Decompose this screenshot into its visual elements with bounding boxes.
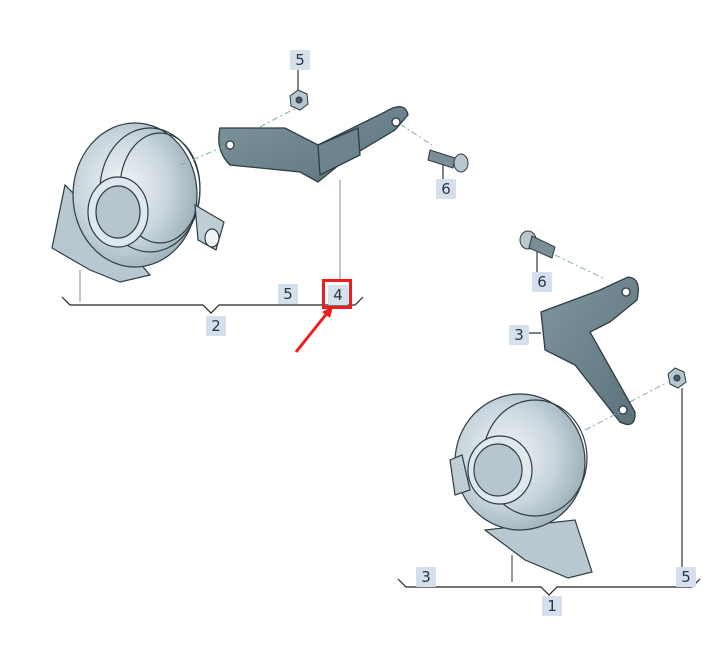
highlight-box: [322, 279, 352, 309]
group-line-1: [397, 578, 701, 596]
callout-5-mid[interactable]: 5: [278, 284, 298, 304]
nut-right: [667, 367, 687, 389]
highlight-arrow: [294, 306, 333, 353]
nut-top: [289, 89, 309, 111]
callout-3-bracket[interactable]: 3: [509, 325, 529, 345]
bracket-4: [218, 106, 409, 183]
callout-5-nut-top[interactable]: 5: [290, 50, 310, 70]
bolt-lower: [519, 230, 556, 259]
callout-6-bolt-lower[interactable]: 6: [532, 272, 552, 292]
horn-left: [51, 122, 225, 283]
callout-6-bolt-upper[interactable]: 6: [436, 179, 456, 199]
callout-3-bottom[interactable]: 3: [416, 567, 436, 587]
bolt-upper: [427, 149, 469, 173]
callout-1-group[interactable]: 1: [542, 596, 562, 616]
callout-2-group[interactable]: 2: [206, 316, 226, 336]
callout-5-bottom[interactable]: 5: [676, 567, 696, 587]
group-line-2: [61, 296, 364, 314]
horn-right: [449, 393, 593, 579]
bracket-3: [540, 276, 639, 426]
callout-4-bracket[interactable]: 4: [328, 285, 348, 305]
